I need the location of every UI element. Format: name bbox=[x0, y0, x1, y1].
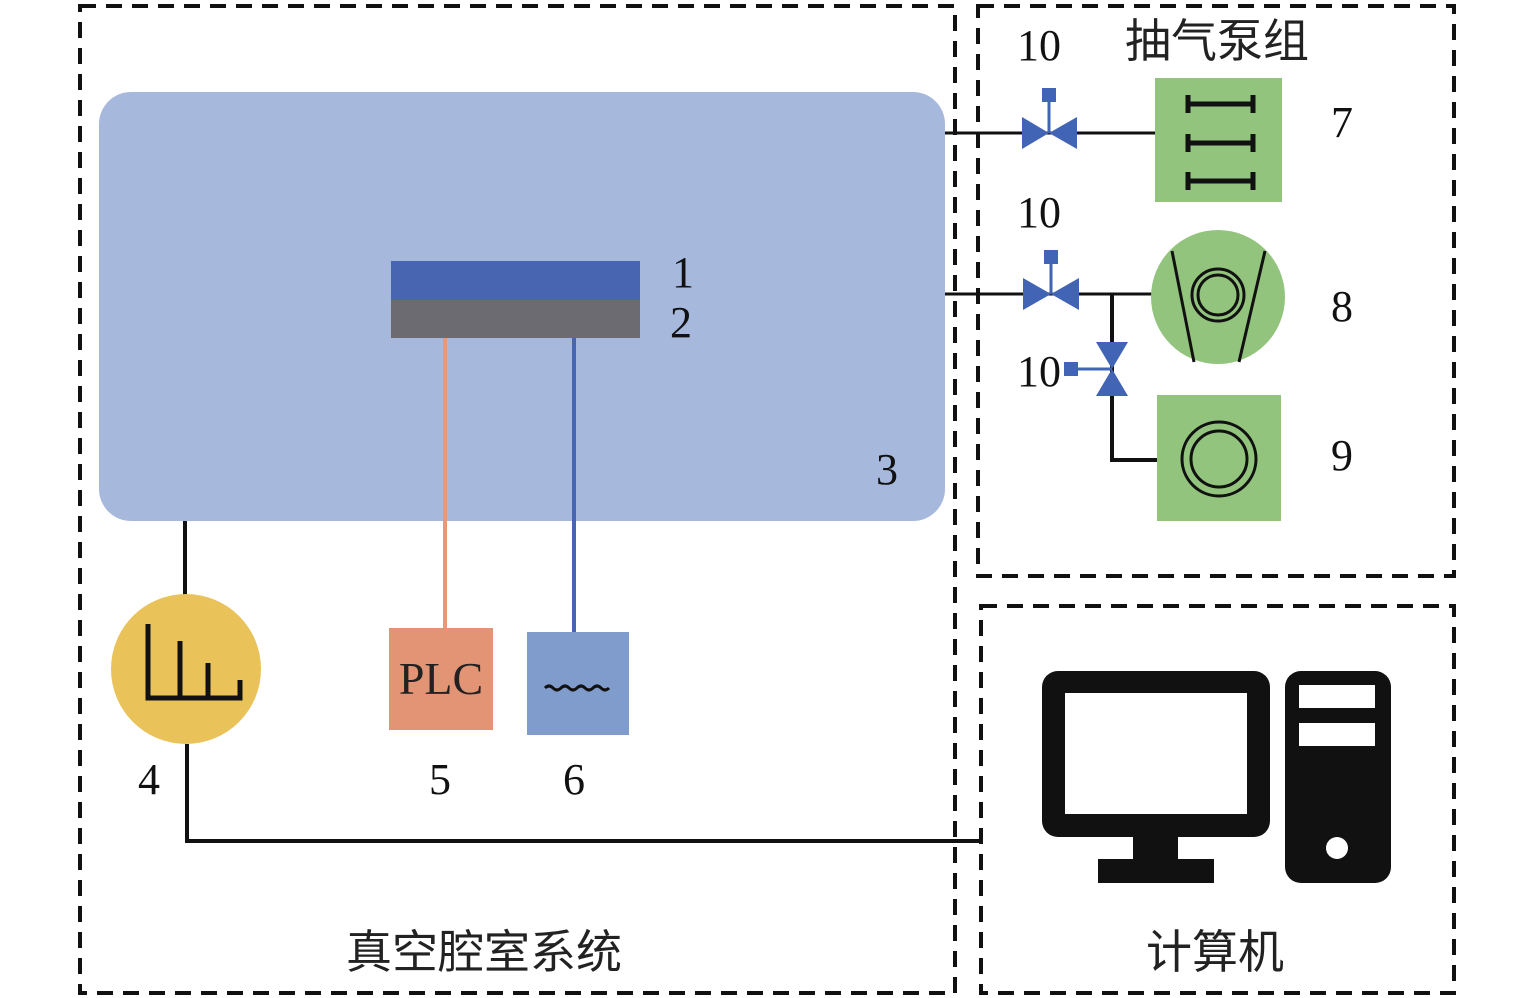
label-1: 1 bbox=[672, 248, 694, 297]
label-7: 7 bbox=[1331, 98, 1353, 147]
computer-icon bbox=[1042, 671, 1391, 883]
mass-spec-to-computer-line bbox=[185, 744, 981, 843]
pump-8 bbox=[1151, 230, 1285, 364]
label-9: 9 bbox=[1331, 431, 1353, 480]
computer-group-box bbox=[979, 604, 1456, 995]
valve-middle bbox=[1023, 250, 1079, 310]
label-3: 3 bbox=[876, 445, 898, 494]
sample-layer-1 bbox=[391, 261, 640, 300]
water-cooling-unit bbox=[527, 632, 629, 735]
label-10-top: 10 bbox=[1017, 21, 1061, 70]
plc-controller bbox=[389, 628, 493, 730]
label-2: 2 bbox=[670, 298, 692, 347]
water-wave-icon bbox=[543, 684, 611, 692]
computer-title: 计算机 bbox=[1146, 925, 1284, 979]
pump-group-box bbox=[976, 4, 1456, 578]
label-8: 8 bbox=[1331, 282, 1353, 331]
pump-9-symbol-icon bbox=[1180, 420, 1258, 498]
plc-label: PLC bbox=[399, 653, 483, 704]
spectrum-icon bbox=[145, 624, 243, 701]
valve-top bbox=[1022, 88, 1077, 149]
valve-side bbox=[1064, 342, 1128, 396]
label-6: 6 bbox=[563, 755, 585, 804]
label-4: 4 bbox=[138, 755, 160, 804]
label-5: 5 bbox=[429, 755, 451, 804]
pump-group-title: 抽气泵组 bbox=[1125, 14, 1309, 68]
vacuum-chamber-system-title: 真空腔室系统 bbox=[346, 925, 622, 979]
vacuum-chamber-system-group bbox=[78, 4, 957, 995]
label-10-side: 10 bbox=[1017, 347, 1061, 396]
branch-to-pump9-line bbox=[1110, 294, 1158, 462]
pump-7-symbol-icon bbox=[1185, 95, 1256, 190]
mass-spectrometer bbox=[111, 594, 261, 744]
label-10-middle: 10 bbox=[1017, 188, 1061, 237]
pump-9 bbox=[1157, 395, 1281, 521]
sample-layer-2 bbox=[391, 300, 640, 338]
pump-8-symbol-icon bbox=[1170, 250, 1267, 363]
